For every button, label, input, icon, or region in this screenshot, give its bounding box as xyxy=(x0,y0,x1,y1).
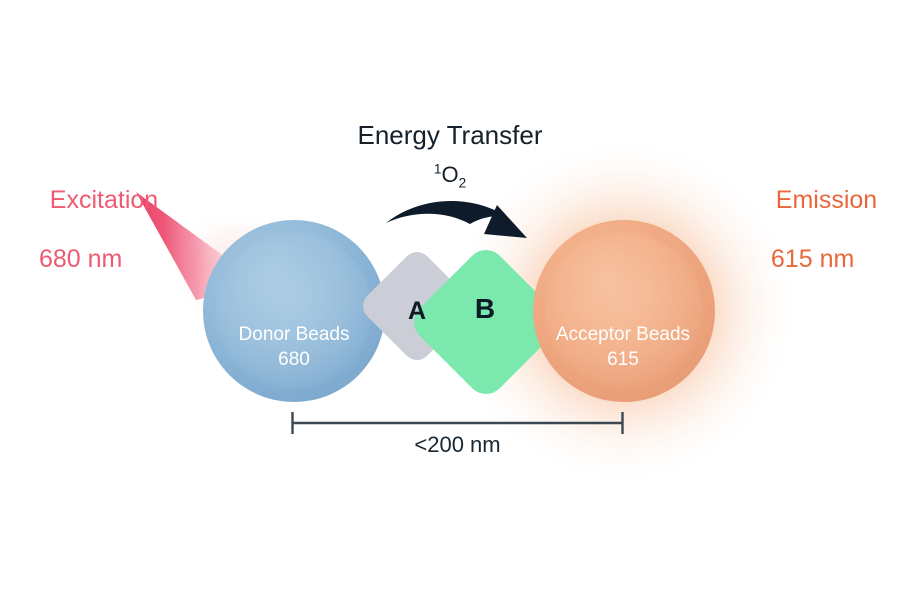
excitation-label: Excitation 680 nm xyxy=(22,156,158,333)
donor-bead-wavelength: 680 xyxy=(278,349,310,371)
singlet-oxygen-formula: 1O2 xyxy=(0,161,900,191)
singlet-oxygen-subscript: 2 xyxy=(458,175,467,191)
energy-transfer-title: Energy Transfer xyxy=(357,120,543,150)
emission-label: Emission 615 nm xyxy=(748,156,877,333)
donor-bead xyxy=(203,220,385,402)
analyte-b-shape xyxy=(414,250,558,394)
excitation-title: Excitation xyxy=(49,185,159,214)
singlet-oxygen-element: O xyxy=(441,162,459,187)
emission-title: Emission xyxy=(775,185,878,214)
singlet-oxygen-superscript: 1 xyxy=(433,161,442,177)
donor-bead-caption: Donor Beads 680 xyxy=(204,322,384,372)
acceptor-bead xyxy=(533,220,715,402)
acceptor-bead-wavelength: 615 xyxy=(607,349,639,371)
excitation-wavelength: 680 nm xyxy=(39,244,123,273)
donor-bead-name: Donor Beads xyxy=(238,324,350,345)
acceptor-bead-name: Acceptor Beads xyxy=(555,324,691,345)
analyte-a-letter: A xyxy=(407,297,427,325)
curved-arrow-icon xyxy=(386,200,527,238)
scale-bar xyxy=(291,412,624,434)
analyte-b-letter: B xyxy=(474,293,496,324)
emission-wavelength: 615 nm xyxy=(770,244,855,273)
scale-bar-label: <200 nm xyxy=(414,432,501,457)
acceptor-bead-caption: Acceptor Beads 615 xyxy=(532,322,714,372)
